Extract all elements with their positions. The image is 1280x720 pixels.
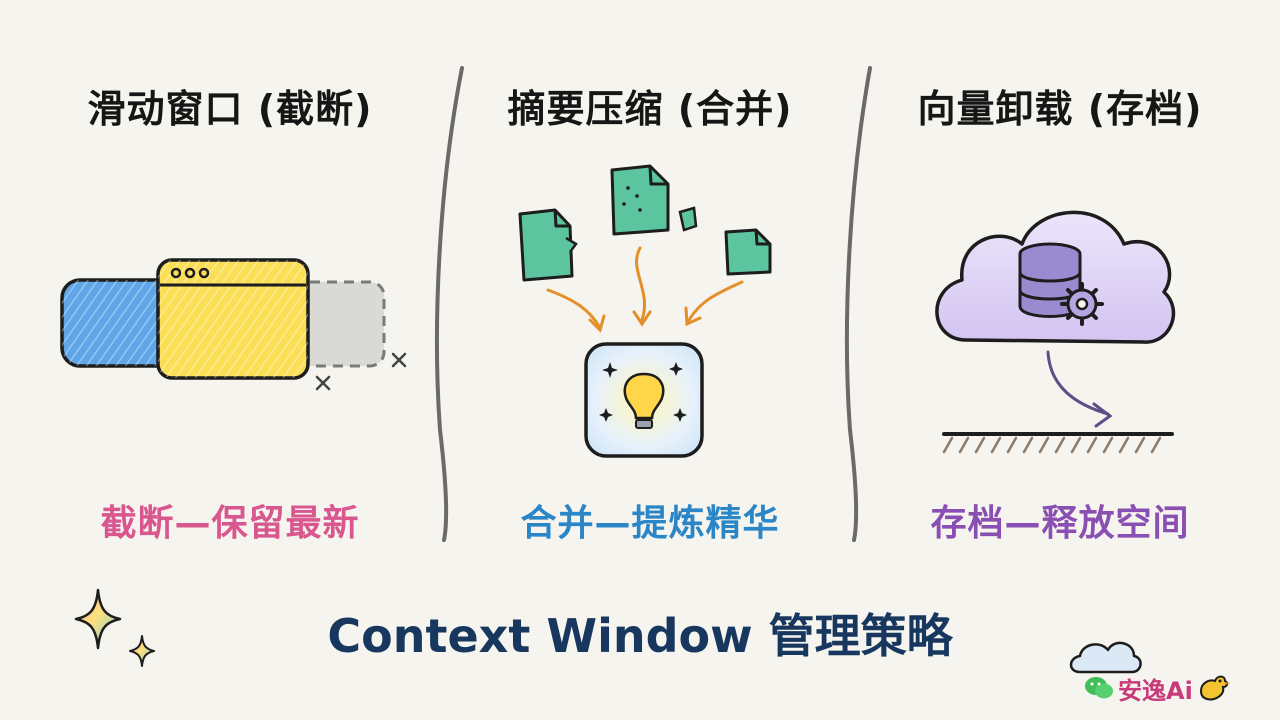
browser-window-icon (60, 258, 407, 391)
database-icon (1018, 242, 1082, 318)
brand-watermark: 安逸Ai (1084, 668, 1274, 708)
document-icon-right (724, 228, 772, 276)
divider-right (844, 66, 872, 542)
lightbulb-icon (584, 342, 704, 458)
sparkle-icon (74, 588, 155, 667)
divider-left (434, 66, 464, 542)
caption-summary-compression: 合并—提炼精华 (520, 503, 780, 544)
small-cloud-icon (1069, 641, 1142, 674)
main-title: Context Window 管理策略 (327, 609, 953, 663)
column-title-summary-compression: 摘要压缩 (合并) (507, 87, 793, 131)
brand-label: 安逸Ai (1118, 676, 1193, 705)
caption-vector-offload: 存档—释放空间 (930, 503, 1190, 544)
column-title-vector-offload: 向量卸载 (存档) (917, 87, 1203, 131)
offload-arrow (1046, 350, 1113, 428)
wechat-icon (1085, 677, 1113, 699)
storage-ground (942, 432, 1174, 454)
column-title-sliding-window: 滑动窗口 (截断) (87, 87, 373, 131)
caption-sliding-window: 截断—保留最新 (100, 503, 360, 544)
bird-icon (1199, 675, 1230, 701)
document-icon-top (610, 164, 698, 236)
merge-arrows (546, 246, 744, 333)
document-icon-left (518, 208, 578, 282)
gear-icon (1060, 282, 1104, 326)
